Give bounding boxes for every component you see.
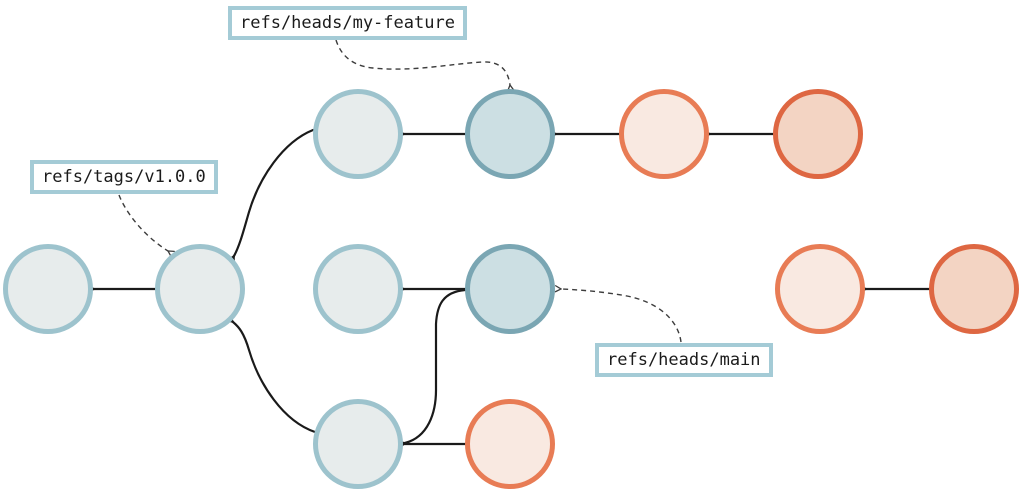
commit-node-feature-head (465, 89, 555, 179)
edge-merged-branch-tip-to-tagged-commit (233, 322, 317, 434)
commit-node-stale-feature-1 (619, 89, 709, 179)
commit-node-feature-base (313, 89, 403, 179)
edge-feature-base-to-tagged-commit (234, 128, 315, 256)
commit-node-main-head (465, 244, 555, 334)
commit-node-stale-branch-tip (465, 399, 555, 489)
edge-main-head-to-merged-branch-tip (405, 288, 467, 443)
ref-label-main: refs/heads/main (595, 343, 773, 377)
commit-node-detached-2 (929, 244, 1019, 334)
edge-label-tag-v1-0-0-to-tagged-commit (118, 194, 168, 251)
edge-label-main-to-main-head (561, 289, 682, 343)
ref-label-my-feature: refs/heads/my-feature (228, 6, 467, 40)
commit-node-tagged-commit (155, 244, 245, 334)
commit-node-stale-feature-2 (773, 89, 863, 179)
commit-node-root (3, 244, 93, 334)
commit-node-merged-branch-tip (313, 399, 403, 489)
commit-node-detached-1 (775, 244, 865, 334)
edge-label-my-feature-to-feature-head (335, 39, 510, 85)
ref-label-tag-v1-0-0: refs/tags/v1.0.0 (30, 160, 218, 194)
commit-node-main-parent (313, 244, 403, 334)
